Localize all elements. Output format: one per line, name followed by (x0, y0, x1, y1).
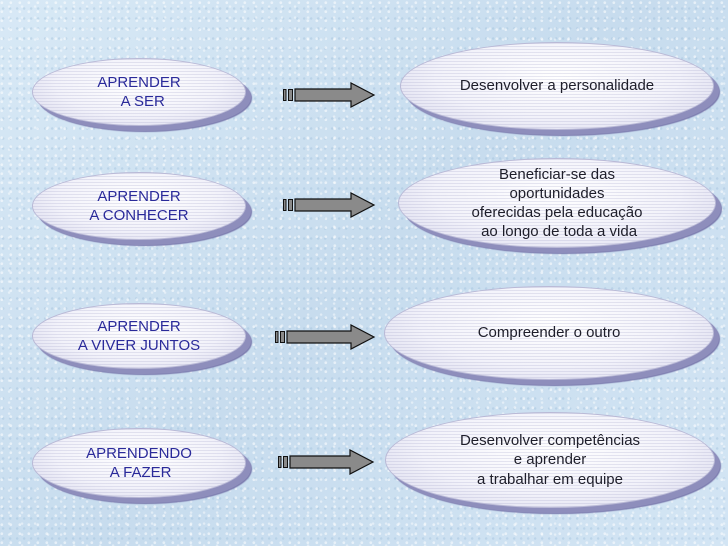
oval-label: APRENDER A VIVER JUNTOS (77, 317, 201, 354)
oval-label: APRENDENDO A FAZER (86, 444, 192, 481)
oval-desenvolver-personalidade: Desenvolver a personalidade (400, 42, 714, 130)
oval-label: Compreender o outro (477, 324, 621, 342)
right-arrow-icon (283, 82, 376, 108)
oval-label: APRENDER A SER (97, 73, 181, 110)
oval-desenvolver-competencias: Desenvolver competências e aprender a tr… (385, 412, 715, 508)
oval-label: APRENDER A CONHECER (89, 187, 189, 224)
oval-label: Desenvolver a personalidade (459, 77, 655, 95)
oval-beneficiar-se: Beneficiar-se das oportunidades oferecid… (398, 158, 716, 248)
oval-aprender-a-viver-juntos: APRENDER A VIVER JUNTOS (32, 303, 246, 369)
oval-aprender-a-conhecer: APRENDER A CONHECER (32, 172, 246, 240)
oval-aprendendo-a-fazer: APRENDENDO A FAZER (32, 428, 246, 498)
right-arrow-icon (283, 192, 376, 218)
oval-label: Desenvolver competências e aprender a tr… (459, 432, 641, 488)
oval-aprender-a-ser: APRENDER A SER (32, 58, 246, 126)
right-arrow-icon (275, 324, 376, 350)
right-arrow-icon (278, 449, 375, 475)
oval-label: Beneficiar-se das oportunidades oferecid… (471, 165, 643, 241)
oval-compreender-o-outro: Compreender o outro (384, 286, 714, 380)
